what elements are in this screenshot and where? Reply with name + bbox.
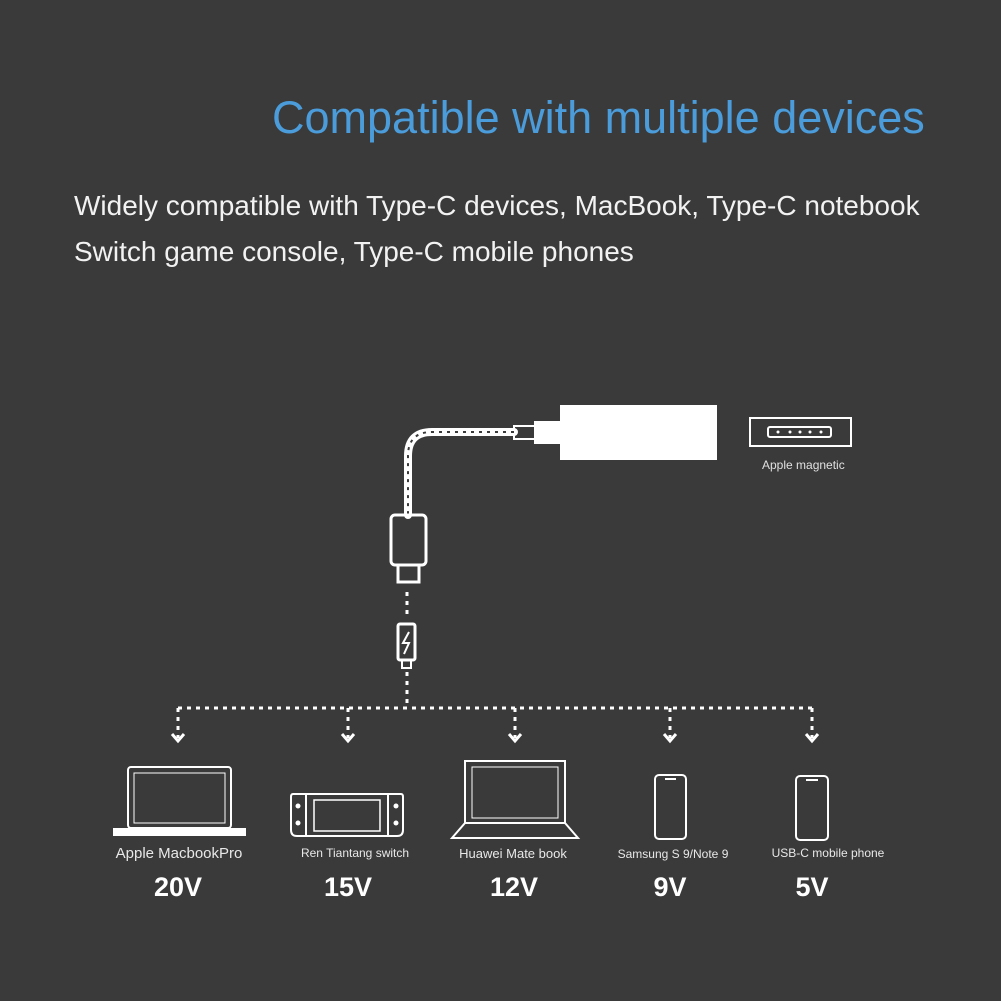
drop-arrows <box>170 708 820 744</box>
type-c-tip <box>396 563 421 584</box>
device-name-switch: Ren Tiantang switch <box>300 846 410 860</box>
device-name-macbookpro: Apple MacbookPro <box>115 845 243 862</box>
voltage-15v: 15V <box>323 872 373 902</box>
phone-icon <box>654 774 687 840</box>
phone-icon <box>795 775 829 841</box>
type-c-plug <box>389 513 428 567</box>
charging-plug-icon <box>396 622 417 669</box>
voltage-20v: 20V <box>153 872 203 902</box>
cable <box>404 428 518 519</box>
game-console-icon <box>290 793 404 837</box>
laptop-icon <box>113 766 246 836</box>
device-name-usbc-phone: USB-C mobile phone <box>771 846 885 860</box>
voltage-5v: 5V <box>795 872 829 902</box>
device-name-samsung: Samsung S 9/Note 9 <box>617 847 729 861</box>
adapter-plug <box>534 421 561 444</box>
adapter-body <box>560 405 717 460</box>
laptop-icon <box>449 760 581 839</box>
device-name-matebook: Huawei Mate book <box>459 846 567 861</box>
magnetic-port-label: Apple magnetic <box>762 458 845 472</box>
page-title: Compatible with multiple devices <box>272 92 925 143</box>
voltage-12v: 12V <box>489 872 539 902</box>
voltage-9v: 9V <box>653 872 687 902</box>
magnetic-port-icon <box>749 417 852 447</box>
page-subtitle: Widely compatible with Type-C devices, M… <box>74 190 920 267</box>
